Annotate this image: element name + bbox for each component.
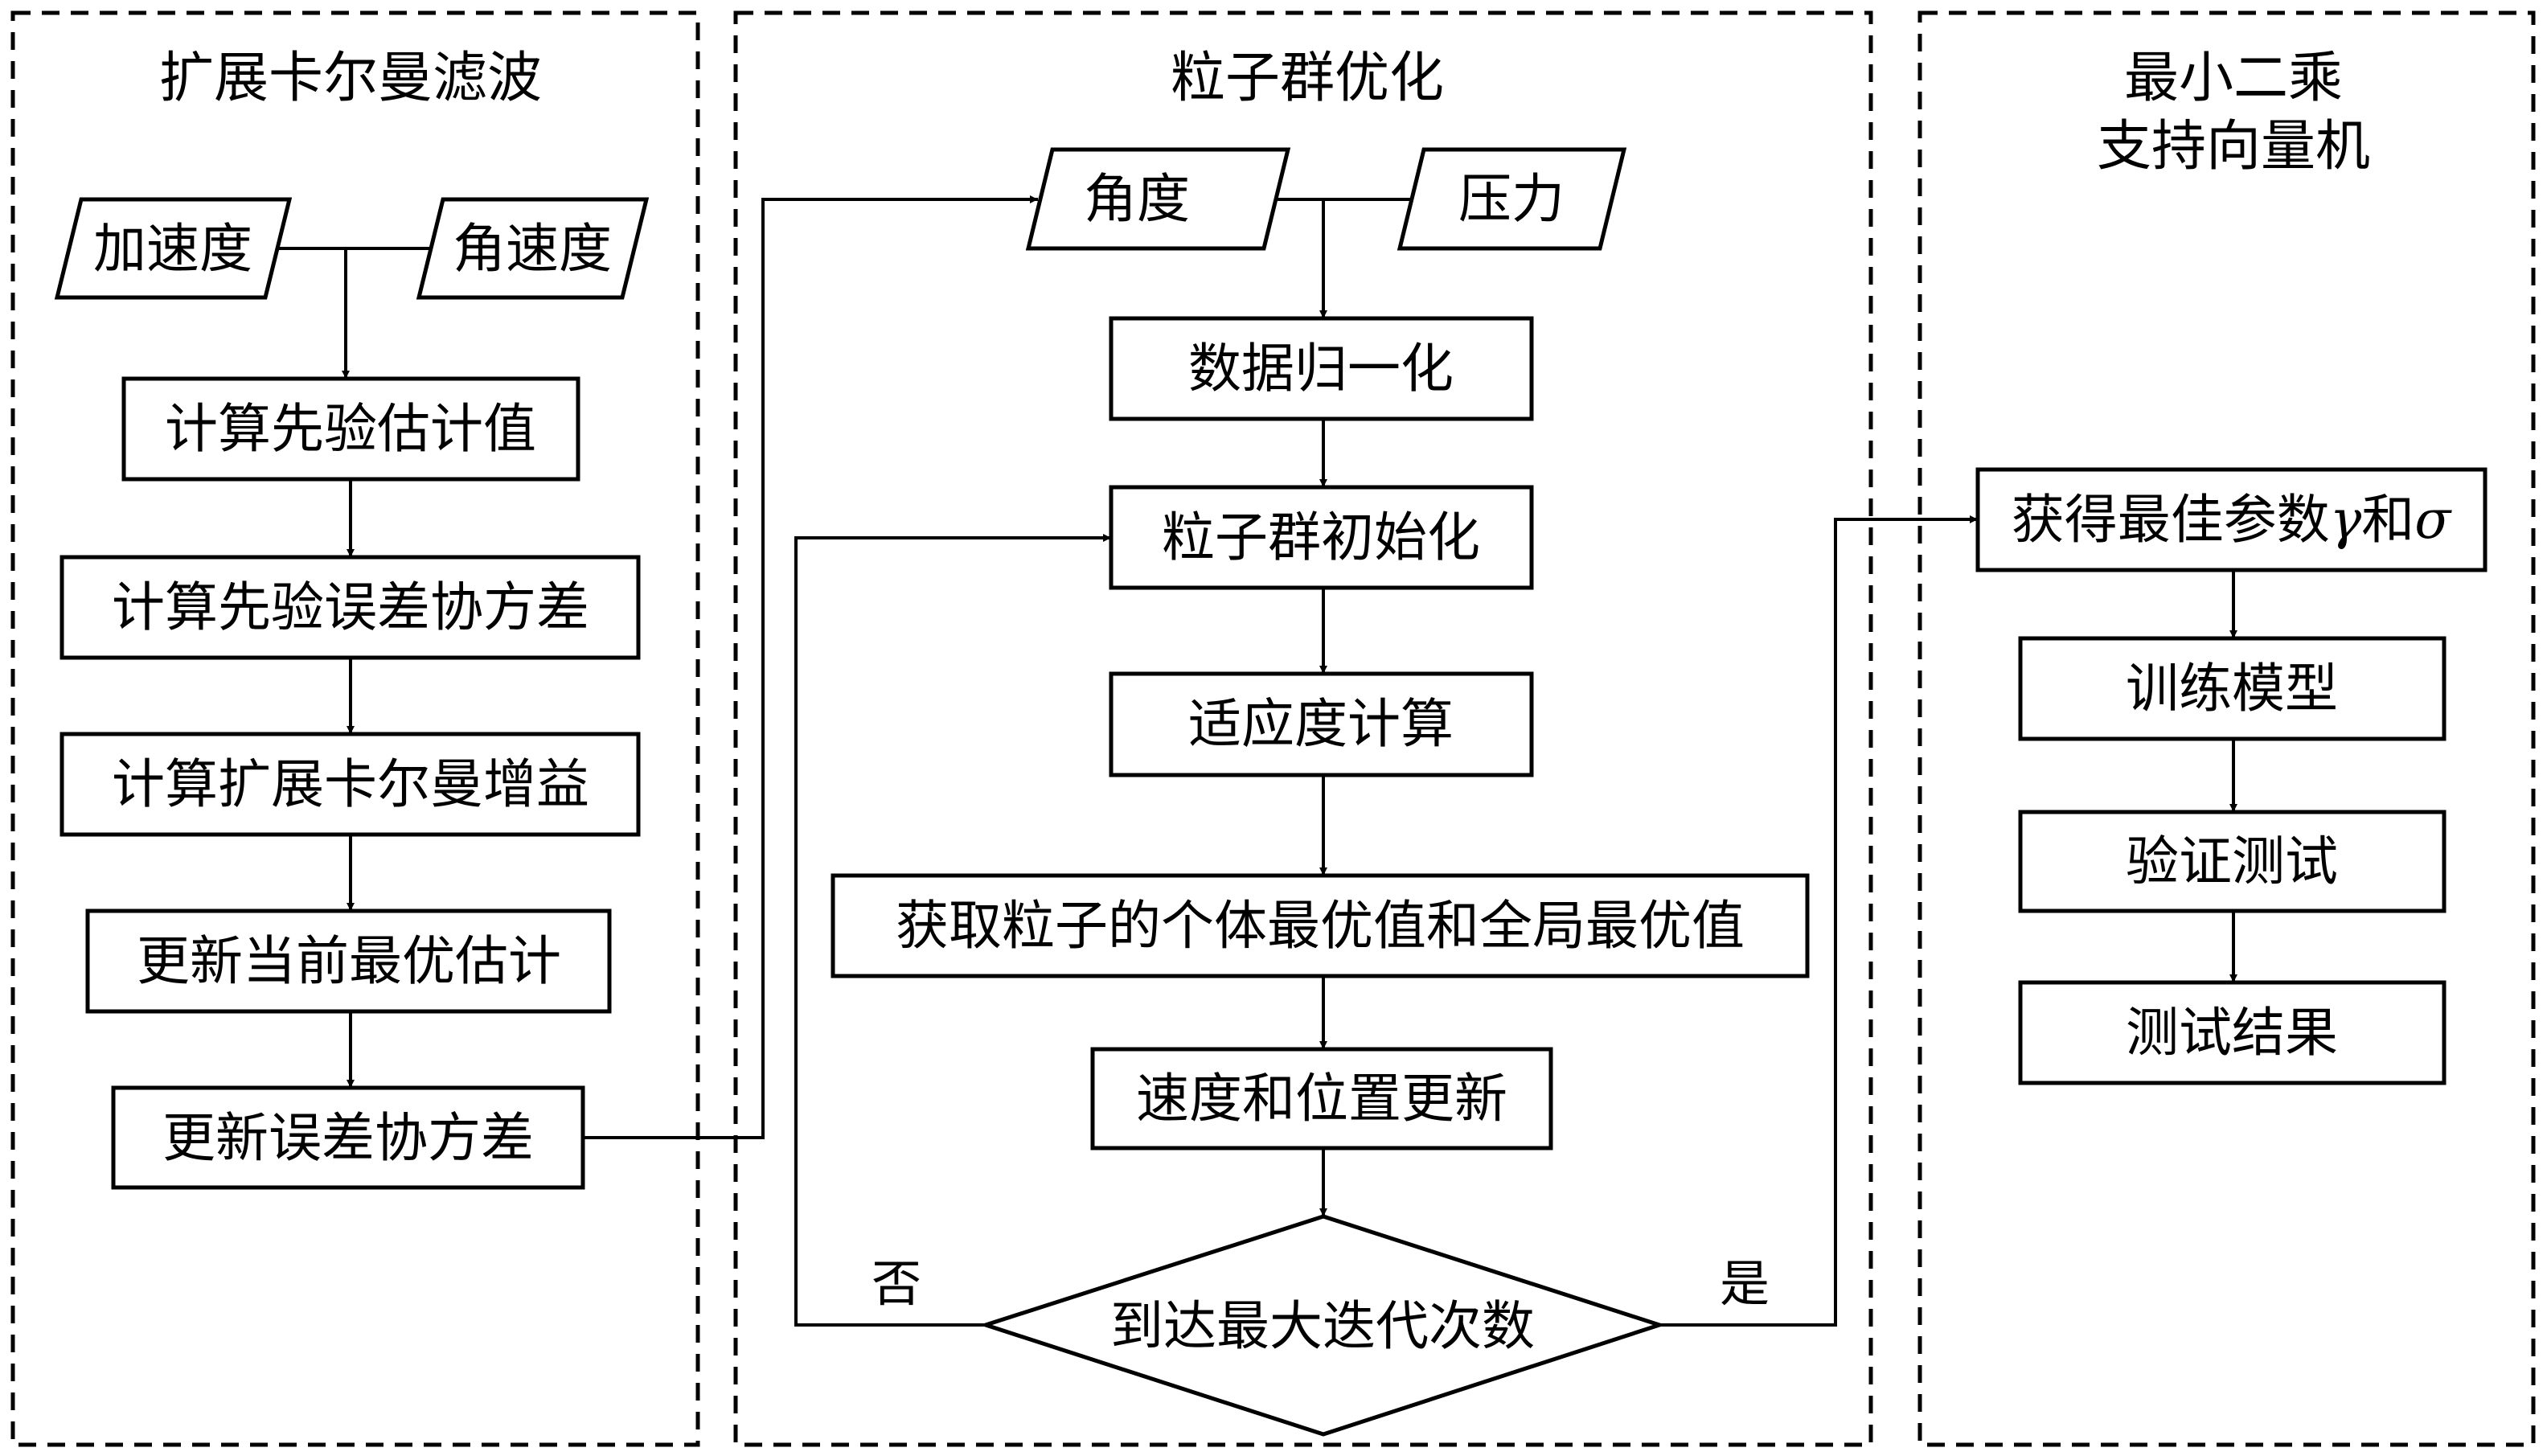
sigma-symbol: σ	[2414, 489, 2452, 551]
pso-step-normalize-label: 数据归一化	[1188, 338, 1454, 400]
ekf-title: 扩展卡尔曼滤波	[159, 47, 542, 110]
lssvm-step-result	[2018, 980, 2447, 1085]
pso-panel	[733, 10, 1873, 1447]
decision-max-iterations	[978, 1214, 1667, 1437]
pso-step-update-label: 速度和位置更新	[1136, 1068, 1507, 1130]
lssvm-step-best-params-label: 获得最佳参数γ和σ	[2012, 489, 2452, 551]
lssvm-step-result-label: 测试结果	[2126, 1002, 2338, 1064]
input-angle-label: 角度	[1084, 168, 1190, 230]
ekf-input-join	[277, 247, 431, 379]
best-params-and: 和	[2361, 489, 2414, 551]
lssvm-step-train-label: 训练模型	[2126, 658, 2338, 720]
input-angle	[1025, 147, 1291, 251]
gamma-symbol: γ	[2330, 489, 2362, 551]
pso-step-best-label: 获取粒子的个体最优值和全局最优值	[896, 895, 1745, 957]
ekf-panel	[10, 10, 700, 1447]
lssvm-title-line1: 最小二乘	[2124, 47, 2343, 110]
ekf-step-3	[59, 732, 641, 837]
pso-step-init	[1109, 485, 1534, 590]
input-acceleration-label: 加速度	[93, 218, 252, 280]
ekf-to-pso-connector	[583, 195, 1038, 1139]
best-params-prefix: 获得最佳参数	[2012, 489, 2330, 551]
lssvm-panel	[1917, 10, 2536, 1447]
ekf-step-2-label: 计算先验误差协方差	[112, 576, 589, 638]
ekf-step-2	[59, 555, 641, 660]
ekf-step-3-label: 计算扩展卡尔曼增益	[112, 753, 589, 815]
pso-step-init-label: 粒子群初始化	[1162, 507, 1480, 568]
lssvm-step-validate-label: 验证测试	[2126, 831, 2338, 892]
ekf-step-1-label: 计算先验估计值	[165, 398, 536, 460]
pso-input-join	[1276, 198, 1412, 318]
input-angular-velocity	[416, 197, 650, 300]
input-pressure	[1397, 147, 1627, 251]
pso-title: 粒子群优化	[1171, 47, 1444, 110]
ekf-step-5-label: 更新误差协方差	[162, 1107, 534, 1169]
lssvm-step-train	[2018, 636, 2447, 741]
ekf-step-1	[121, 376, 580, 482]
no-branch-label: 否	[872, 1254, 921, 1313]
yes-branch-label: 是	[1720, 1254, 1770, 1313]
pso-step-normalize	[1109, 316, 1534, 421]
ekf-step-4	[85, 908, 612, 1014]
pso-step-best	[831, 873, 1810, 978]
lssvm-title-line2: 支持向量机	[2097, 115, 2370, 178]
no-branch-connector	[794, 534, 1111, 1327]
yes-branch-connector	[1659, 515, 1978, 1327]
pso-step-fitness-label: 适应度计算	[1188, 693, 1454, 755]
lssvm-step-best-params	[1975, 467, 2488, 572]
input-pressure-label: 压力	[1458, 168, 1565, 230]
input-acceleration	[54, 197, 293, 300]
input-angular-velocity-label: 角速度	[453, 218, 612, 280]
ekf-step-4-label: 更新当前最优估计	[137, 930, 561, 992]
decision-max-iterations-label: 到达最大迭代次数	[1110, 1295, 1535, 1357]
pso-step-fitness	[1109, 671, 1534, 777]
